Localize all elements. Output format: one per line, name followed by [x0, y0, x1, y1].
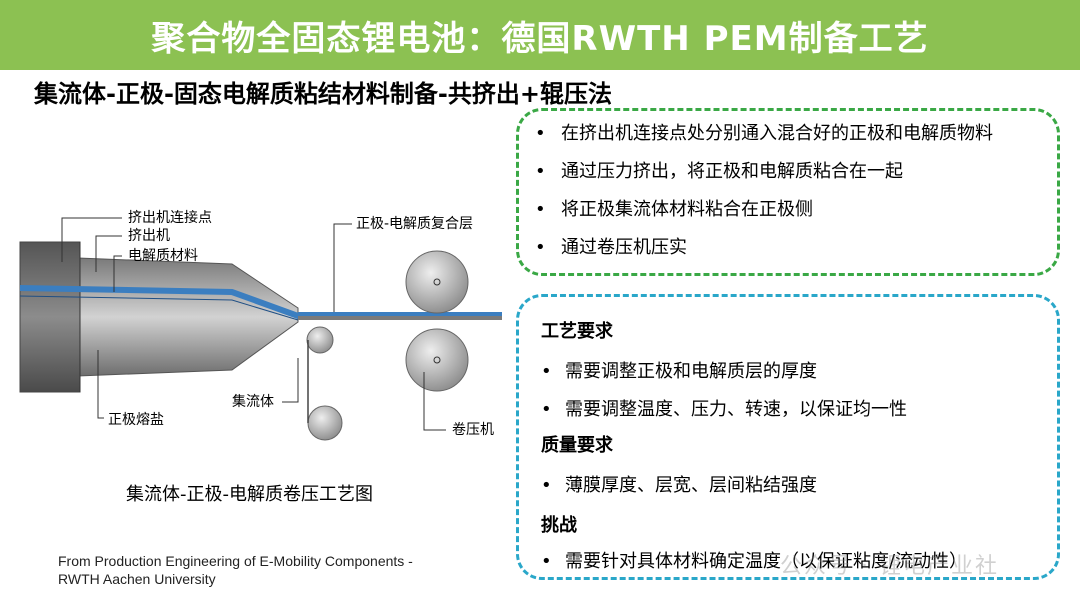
process-step: 通过卷压机压实: [535, 229, 993, 267]
process-requirements-title: 工艺要求: [541, 321, 613, 342]
source-line-1: From Production Engineering of E-Mobilit…: [58, 553, 413, 569]
process-requirements-list: 需要调整正极和电解质层的厚度 需要调整温度、压力、转速，以保证均一性: [541, 353, 907, 429]
extruder-end-cap: [19, 241, 81, 393]
collector-roll-upper: [306, 326, 334, 354]
requirement-item: 需要调整正极和电解质层的厚度: [541, 353, 907, 391]
process-steps-box: 在挤出机连接点处分别通入混合好的正极和电解质物料 通过压力挤出，将正极和电解质粘…: [516, 108, 1060, 276]
slide-title: 聚合物全固态锂电池：德国RWTH PEM制备工艺: [151, 18, 929, 59]
challenges-title: 挑战: [541, 515, 577, 536]
process-diagram: 挤出机连接点 挤出机 电解质材料 正极-电解质复合层 集流体 正极熔盐 卷压机: [19, 209, 502, 441]
process-step: 通过压力挤出，将正极和电解质粘合在一起: [535, 153, 993, 191]
quality-item: 薄膜厚度、层宽、层间粘结强度: [541, 467, 817, 505]
quality-requirements-title: 质量要求: [541, 435, 613, 456]
diagram-caption: 集流体-正极-电解质卷压工艺图: [126, 484, 373, 505]
collector-roll-lower: [307, 405, 343, 441]
label-cathode-melt: 正极熔盐: [108, 412, 164, 428]
quality-requirements-list: 薄膜厚度、层宽、层间粘结强度: [541, 467, 817, 505]
challenges-list: 需要针对具体材料确定温度（以保证粘度/流动性）: [541, 543, 967, 581]
extruder-barrel: [77, 257, 299, 377]
label-current-collector: 集流体: [232, 393, 274, 410]
source-line-2: RWTH Aachen University: [58, 571, 216, 587]
process-step: 将正极集流体材料粘合在正极侧: [535, 191, 993, 229]
label-extruder-connection: 挤出机连接点: [128, 209, 212, 226]
source-citation: From Production Engineering of E-Mobilit…: [58, 552, 413, 588]
process-step: 在挤出机连接点处分别通入混合好的正极和电解质物料: [535, 115, 993, 153]
slide-subtitle: 集流体-正极-固态电解质粘结材料制备-共挤出+辊压法: [34, 80, 612, 108]
requirements-box: 工艺要求 需要调整正极和电解质层的厚度 需要调整温度、压力、转速，以保证均一性 …: [516, 294, 1060, 581]
label-electrolyte-material: 电解质材料: [128, 248, 198, 264]
label-extruder: 挤出机: [128, 228, 170, 244]
requirement-item: 需要调整温度、压力、转速，以保证均一性: [541, 391, 907, 429]
label-roller-press: 卷压机: [452, 422, 494, 438]
watermark: 公众号 · 锂电产业社: [780, 554, 999, 579]
press-roll-upper: [405, 250, 469, 314]
challenge-item: 需要针对具体材料确定温度（以保证粘度/流动性）: [541, 543, 967, 581]
press-roll-lower: [405, 328, 469, 392]
header-bar: 聚合物全固态锂电池：德国RWTH PEM制备工艺: [0, 0, 1080, 70]
label-composite-layer: 正极-电解质复合层: [356, 215, 473, 232]
process-steps-list: 在挤出机连接点处分别通入混合好的正极和电解质物料 通过压力挤出，将正极和电解质粘…: [535, 115, 993, 267]
